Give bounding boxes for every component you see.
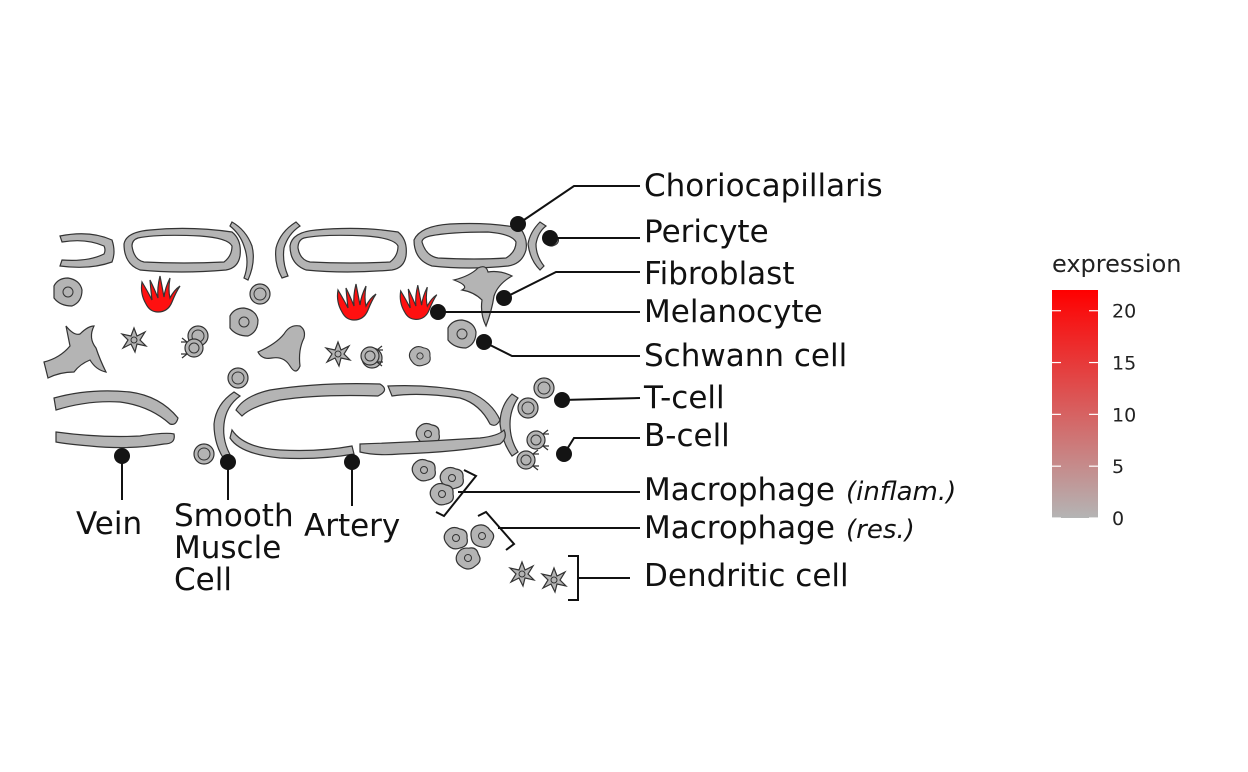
melanocyte-cells xyxy=(140,275,438,321)
schwann-dot xyxy=(476,334,492,350)
label-smooth-muscle-3: Cell xyxy=(174,562,232,598)
label-bcell: B-cell xyxy=(644,418,730,454)
label-pericyte: Pericyte xyxy=(644,214,769,250)
pericyte-dot xyxy=(542,230,558,246)
legend-tick-label: 15 xyxy=(1112,353,1136,375)
schwann-leader xyxy=(483,341,640,357)
label-vein: Vein xyxy=(76,506,142,542)
label-macrophage-inflam-name: Macrophage xyxy=(644,472,835,508)
leader-lines xyxy=(114,185,641,601)
artery-dot xyxy=(344,454,360,470)
dendritic-bracket xyxy=(568,555,579,601)
bcell-leader xyxy=(563,437,640,455)
choriocapillaris-cells xyxy=(59,221,527,281)
cell-labels: Choriocapillaris Pericyte Fibroblast Mel… xyxy=(76,168,956,598)
label-smooth-muscle-2: Muscle xyxy=(174,530,281,566)
label-macrophage-res-name: Macrophage xyxy=(644,510,835,546)
choriocapillaris-leader xyxy=(517,185,640,225)
tcell-leader xyxy=(561,397,641,401)
smooth-dot xyxy=(220,454,236,470)
melanocyte-dot xyxy=(430,304,446,320)
macrophage-inflam-cells xyxy=(408,346,464,506)
macrophage-res-cells xyxy=(443,520,498,573)
legend-tick-label: 20 xyxy=(1112,301,1136,323)
legend-ticks: 20 15 10 5 0 xyxy=(1052,301,1136,530)
label-fibroblast: Fibroblast xyxy=(644,256,795,292)
bcell-dot xyxy=(556,446,572,462)
label-choriocapillaris: Choriocapillaris xyxy=(644,168,883,204)
label-tcell: T-cell xyxy=(643,380,725,416)
vein-dot xyxy=(114,448,130,464)
melanocyte-cell xyxy=(336,283,377,321)
label-schwann: Schwann cell xyxy=(644,338,847,374)
label-macrophage-res: Macrophage (res.) xyxy=(644,510,915,546)
melanocyte-cell xyxy=(140,275,181,313)
tcell-dot xyxy=(554,392,570,408)
fibroblast-dot xyxy=(496,290,512,306)
label-macrophage-res-note: (res.) xyxy=(846,515,915,545)
macro-inflam-bracket xyxy=(435,469,478,518)
choriocapillaris-dot xyxy=(510,216,526,232)
label-smooth-muscle-1: Smooth xyxy=(174,498,294,534)
label-artery: Artery xyxy=(304,508,400,544)
pericyte-cell xyxy=(527,221,559,271)
legend-tick-label: 5 xyxy=(1112,456,1124,478)
label-macrophage-inflam: Macrophage (inflam.) xyxy=(644,472,956,508)
label-macrophage-inflam-note: (inflam.) xyxy=(846,477,956,507)
artery-cells xyxy=(229,383,506,460)
legend-title: expression xyxy=(1052,250,1181,278)
schwann-cells xyxy=(53,277,477,349)
legend-tick-label: 0 xyxy=(1112,508,1124,530)
label-dendritic: Dendritic cell xyxy=(644,558,849,594)
legend-tick-label: 10 xyxy=(1112,404,1136,426)
fibroblast-cells xyxy=(43,266,514,379)
fibroblast-leader xyxy=(503,271,640,299)
legend-colorbar xyxy=(1052,290,1098,518)
vein-cells xyxy=(53,390,179,449)
expression-legend: expression 20 15 10 5 0 xyxy=(1052,250,1181,530)
label-melanocyte: Melanocyte xyxy=(644,294,823,330)
